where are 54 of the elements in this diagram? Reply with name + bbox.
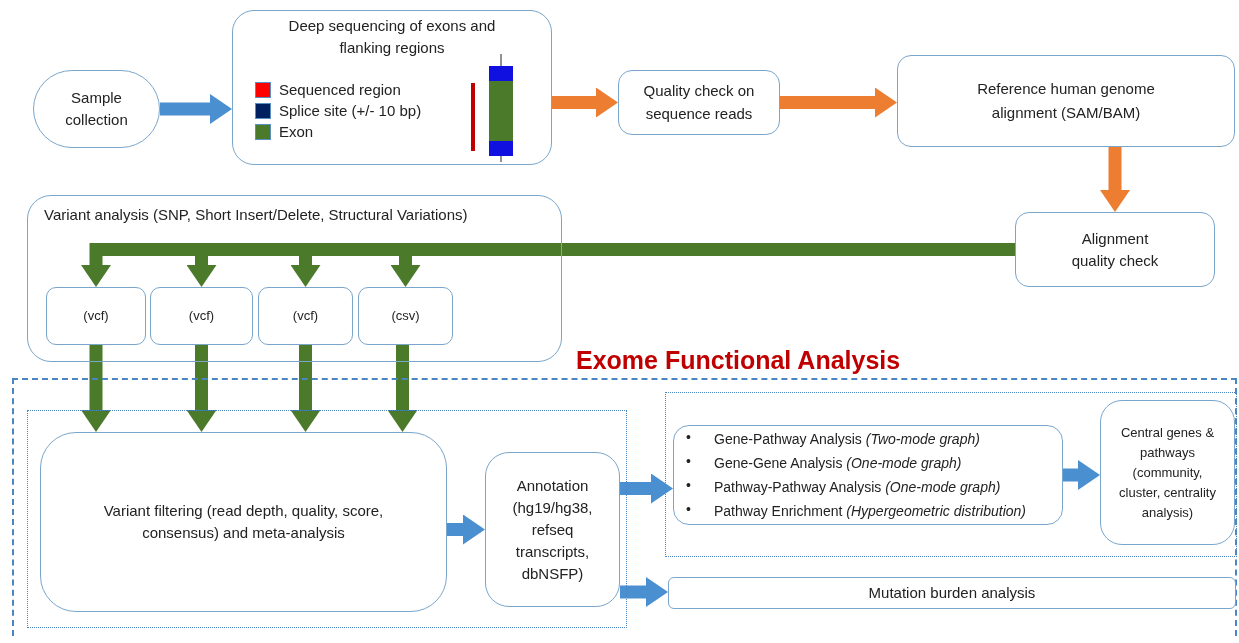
- node-label: Quality check on sequence reads: [642, 81, 756, 124]
- bullet-item: Pathway-Pathway Analysis (One-mode graph): [714, 479, 1001, 495]
- bullet: •: [686, 476, 691, 495]
- node-label: Reference human genome alignment (SAM/BAM): [976, 79, 1156, 123]
- bullet: •: [686, 452, 691, 471]
- tool-box: [258, 287, 353, 345]
- block-arrow: [1100, 147, 1130, 212]
- process-box: [673, 425, 1063, 525]
- node-title: Deep sequencing of exons and flanking regions: [287, 16, 497, 58]
- bullet-item: Gene-Pathway Analysis (Two-mode graph): [714, 431, 980, 447]
- tool-box: [358, 287, 453, 345]
- block-arrow: [552, 87, 618, 118]
- legend-label: Exon: [279, 123, 314, 141]
- bullet: •: [686, 428, 691, 447]
- process-box: [1015, 212, 1215, 287]
- bullet-item: Gene-Gene Analysis (One-mode graph): [714, 455, 962, 471]
- node-label: Annotation (hg19/hg38, refseq transcripts, dbNSFP): [511, 475, 594, 584]
- block-arrow: [160, 94, 232, 124]
- block-arrow: [620, 473, 673, 504]
- process-box: [232, 10, 552, 165]
- tool-box: [150, 287, 253, 345]
- block-arrow: [620, 577, 668, 607]
- block-arrow: [387, 345, 418, 432]
- block-arrow: [780, 87, 897, 118]
- process-box: [668, 577, 1236, 609]
- node-label: Alignment quality check: [1070, 228, 1160, 271]
- process-box: [40, 432, 447, 612]
- block-arrow: [290, 345, 321, 432]
- group-title: Variant analysis (SNP, Short Insert/Delete, Structural Variations): [43, 205, 468, 225]
- node-label: (vcf): [292, 307, 319, 326]
- process-box: [1100, 400, 1235, 545]
- bullet-item: Pathway Enrichment (Hypergeometric distribution): [714, 503, 1027, 519]
- tool-box: [46, 287, 146, 345]
- node-label: Variant filtering (read depth, quality, score, consensus) and meta-analysis: [102, 500, 385, 543]
- node-label: Central genes & pathways (community, cluster, centrality analysis): [1118, 423, 1217, 522]
- block-arrow: [1063, 460, 1100, 490]
- node-label: Mutation burden analysis: [868, 582, 1036, 603]
- block-arrow: [81, 345, 111, 432]
- bullet: •: [686, 500, 691, 519]
- node-label: (vcf): [188, 307, 215, 326]
- node-label: (vcf): [83, 307, 109, 326]
- node-label: Sample collection: [64, 87, 129, 130]
- group-box: [27, 195, 562, 362]
- block-arrow: [186, 345, 217, 432]
- dotted-group-box: [27, 410, 627, 628]
- node-label: (csv): [391, 307, 420, 326]
- legend-label: Splice site (+/- 10 bp): [279, 102, 422, 120]
- region-heading: Exome Functional Analysis: [576, 345, 901, 376]
- process-box: [618, 70, 780, 135]
- process-box: [485, 452, 620, 607]
- process-box: [897, 55, 1235, 147]
- dotted-group-box: [665, 392, 1237, 557]
- legend-label: Sequenced region: [279, 81, 401, 99]
- block-arrow: [447, 514, 485, 545]
